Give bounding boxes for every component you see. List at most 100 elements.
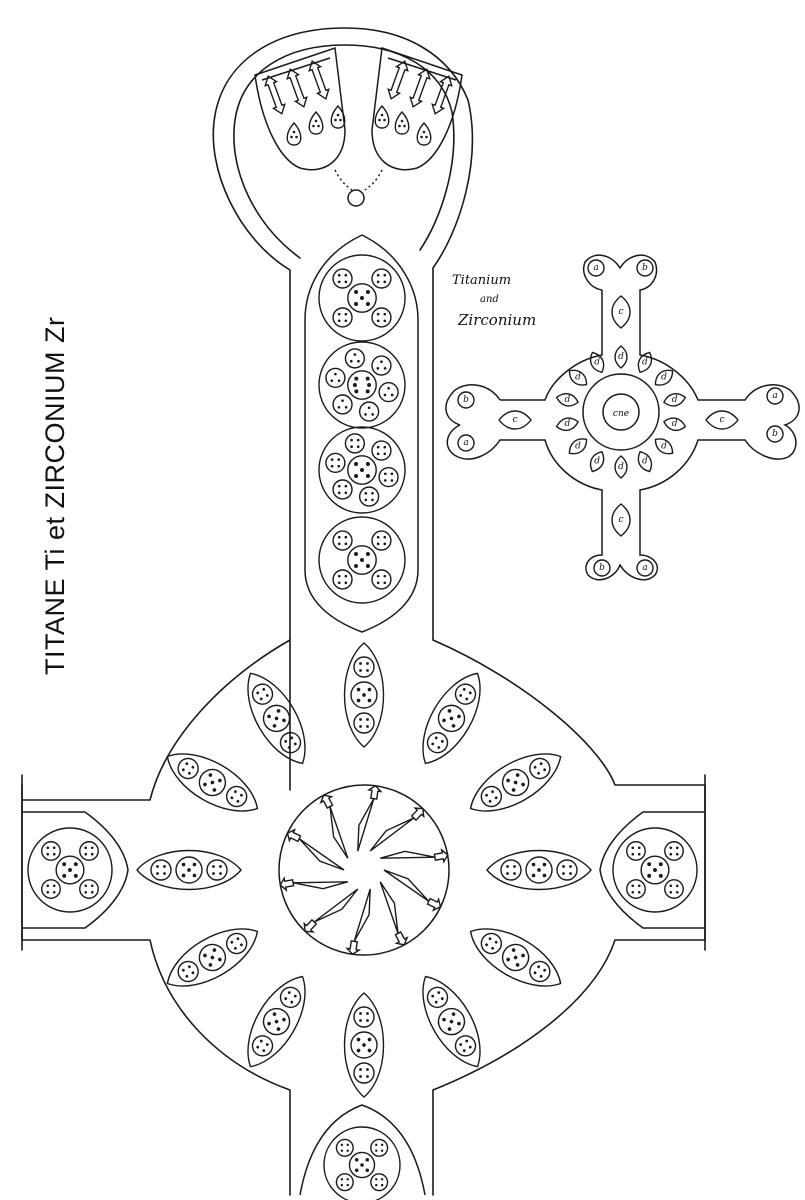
sphere-dot	[658, 873, 663, 878]
drop	[286, 121, 302, 146]
star-arrow-head	[426, 897, 442, 912]
sphere-outline	[347, 370, 377, 400]
sphere-dot	[513, 780, 518, 785]
sphere	[353, 712, 375, 734]
sphere-dot	[337, 319, 341, 323]
star-blade	[380, 850, 436, 859]
inset-node-label: b	[642, 263, 648, 273]
petal	[343, 642, 385, 748]
sphere-outline	[150, 859, 172, 881]
inset-leaf-outline	[637, 450, 653, 473]
sphere-dot	[462, 1049, 466, 1053]
sphere-dot	[383, 542, 387, 546]
inset-leaf-d: d	[614, 455, 628, 479]
sphere-dot	[465, 1039, 469, 1043]
sphere-dot	[365, 1157, 370, 1162]
sphere-dot	[488, 937, 492, 941]
sphere-dot	[346, 1143, 349, 1147]
sphere-dot	[354, 1168, 359, 1173]
sphere-outline	[378, 381, 399, 403]
inset-node-b: b	[766, 425, 784, 443]
sphere	[501, 768, 530, 797]
sphere	[371, 530, 392, 551]
double-arrow-shape	[308, 60, 330, 100]
sphere-dot	[537, 771, 540, 775]
star-arrow	[433, 848, 449, 864]
inset-node-a: a	[636, 559, 654, 577]
drop	[330, 104, 346, 129]
sphere-outline	[378, 466, 399, 488]
drop-outline	[394, 110, 410, 135]
sphere-outline	[347, 545, 377, 575]
sphere-dot	[637, 846, 641, 850]
sphere-outline	[332, 268, 353, 289]
sphere-dot	[631, 852, 635, 856]
star-arrow-head	[433, 848, 449, 864]
sphere-dot	[459, 1043, 463, 1046]
sphere-dot	[367, 687, 372, 692]
sphere-dot	[185, 974, 189, 978]
sphere	[55, 855, 85, 885]
sphere-outline	[353, 1062, 375, 1084]
sphere-dot	[192, 862, 197, 867]
sphere-dot	[356, 1037, 361, 1042]
sphere-dot	[46, 852, 50, 856]
sphere-dot	[364, 413, 367, 416]
drop-dot	[334, 118, 337, 122]
sphere-dot	[364, 498, 368, 502]
inset-node-a: a	[766, 387, 784, 405]
inset-node-outline	[457, 434, 475, 452]
sphere-dot	[293, 742, 297, 746]
sphere-dot	[208, 963, 213, 967]
sphere-dot	[337, 581, 341, 585]
sphere-dot	[569, 865, 572, 868]
sphere-dot	[511, 948, 516, 952]
sphere-dot	[233, 790, 237, 794]
sphere-outline	[626, 879, 646, 899]
inset-leaf-label: d	[575, 373, 581, 383]
sphere-dot	[380, 1143, 384, 1147]
sphere-dot	[371, 498, 374, 502]
sphere-dot	[380, 1149, 384, 1152]
sphere	[262, 704, 291, 733]
sphere-outline	[198, 943, 227, 972]
inset-leaf-d: d	[662, 417, 687, 432]
sphere	[426, 731, 449, 754]
sphere-dot	[337, 535, 341, 539]
inset-leaf-label: d	[618, 352, 624, 362]
right-arm-capsule	[599, 811, 705, 929]
double-arrow-shape	[431, 75, 453, 115]
sphere-dot	[356, 1048, 361, 1053]
sphere-outline	[501, 943, 530, 972]
inset-node-label: b	[772, 429, 778, 439]
sphere-outline	[437, 704, 466, 733]
sphere	[529, 757, 551, 780]
inset-node-label: b	[463, 395, 469, 405]
sphere-dot	[376, 312, 380, 316]
sphere-dot	[330, 379, 334, 383]
sphere-dot	[265, 694, 269, 697]
sphere-dot	[349, 359, 353, 363]
sphere	[500, 859, 522, 881]
drop-dot	[295, 135, 298, 139]
inset-node-label: a	[463, 438, 468, 448]
petal	[469, 753, 562, 812]
drop-dot	[383, 118, 386, 122]
sphere-outline	[664, 879, 684, 899]
sphere-dot	[491, 946, 495, 950]
inset-leaf-outline	[614, 345, 628, 369]
sphere-dot	[365, 473, 370, 478]
sphere-outline	[332, 479, 353, 500]
inset-leaf-c: c	[611, 503, 631, 537]
cluster-outline	[318, 254, 406, 342]
sphere-dot	[350, 445, 353, 449]
sphere-dot	[354, 552, 359, 557]
sphere-outline	[335, 1173, 354, 1192]
sphere-dot	[359, 1075, 362, 1078]
double-arrow-shape	[387, 60, 409, 100]
sphere-outline	[437, 1007, 466, 1036]
sphere-dot	[344, 491, 348, 495]
sphere-dot	[156, 865, 159, 868]
sphere-dot	[365, 389, 370, 394]
funnel-left	[254, 46, 346, 171]
